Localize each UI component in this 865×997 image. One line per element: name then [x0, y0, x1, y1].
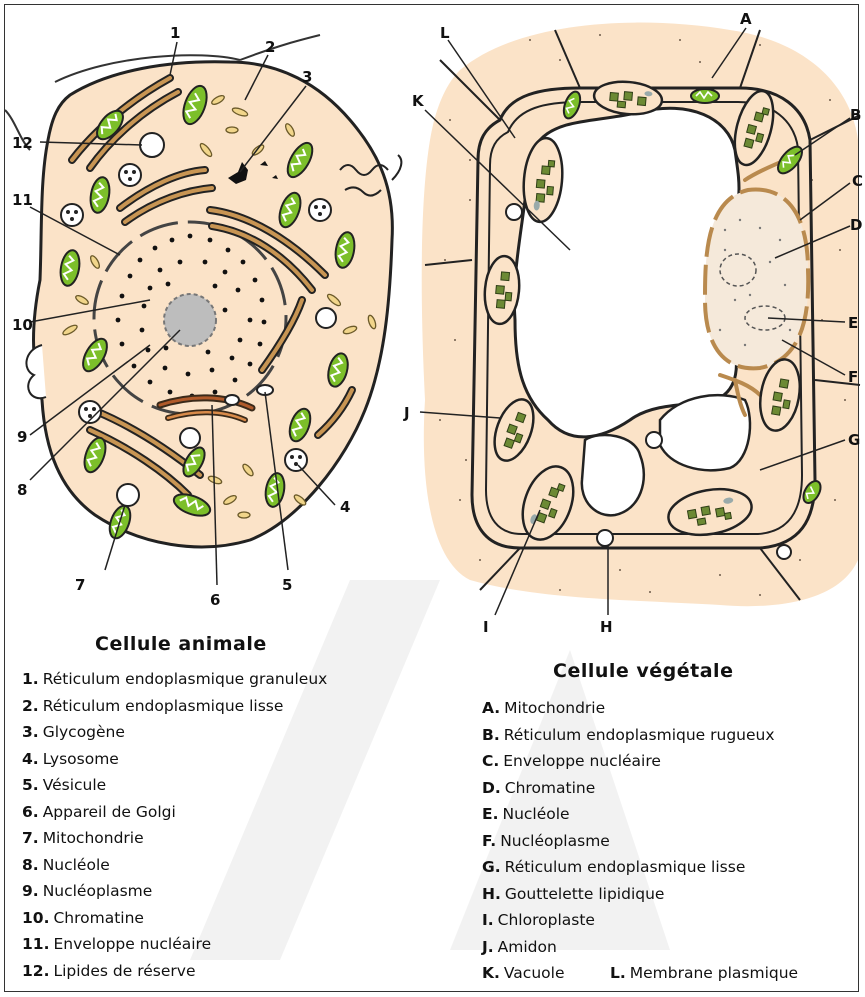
legend-item: E.Nucléole	[482, 801, 775, 828]
legend-item: 5.Vésicule	[22, 772, 327, 799]
legend-item: 2.Réticulum endoplasmique lisse	[22, 693, 327, 720]
legend-item: 10.Chromatine	[22, 905, 327, 932]
legend-item: G.Réticulum endoplasmique lisse	[482, 854, 775, 881]
label-6: 6	[210, 591, 220, 609]
label-L: L	[440, 24, 450, 42]
legend-item: I.Chloroplaste	[482, 907, 775, 934]
legend-item: 1.Réticulum endoplasmique granuleux	[22, 666, 327, 693]
legend-item: 3.Glycogène	[22, 719, 327, 746]
label-G: G	[848, 431, 860, 449]
label-K: K	[412, 92, 425, 110]
label-12: 12	[12, 134, 33, 152]
legend-item: 11.Enveloppe nucléaire	[22, 931, 327, 958]
label-10: 10	[12, 316, 33, 334]
label-A: A	[740, 10, 752, 28]
label-H: H	[600, 618, 613, 636]
legend-item: 8.Nucléole	[22, 852, 327, 879]
label-4: 4	[340, 498, 350, 516]
label-7: 7	[75, 576, 85, 594]
legend-item: H.Gouttelette lipidique	[482, 881, 775, 908]
plant-legend: A.Mitochondrie B.Réticulum endoplasmique…	[482, 695, 775, 987]
legend-item: 6.Appareil de Golgi	[22, 799, 327, 826]
legend-item: 7.Mitochondrie	[22, 825, 327, 852]
legend-item: C.Enveloppe nucléaire	[482, 748, 775, 775]
label-3: 3	[302, 68, 312, 86]
label-I: I	[483, 618, 489, 636]
label-B: B	[850, 106, 861, 124]
label-1: 1	[170, 24, 180, 42]
label-2: 2	[265, 38, 275, 56]
legend-item: L.Membrane plasmique	[610, 960, 798, 987]
label-9: 9	[17, 428, 27, 446]
label-11: 11	[12, 191, 33, 209]
legend-item: B.Réticulum endoplasmique rugueux	[482, 722, 775, 749]
plant-nucleus	[705, 190, 808, 369]
plant-cell: A B C D E F G H I J K L	[403, 10, 863, 636]
legend-item: 12.Lipides de réserve	[22, 958, 327, 985]
label-F: F	[848, 368, 858, 386]
legend-item: 4.Lysosome	[22, 746, 327, 773]
label-J: J	[403, 404, 410, 422]
animal-legend: 1.Réticulum endoplasmique granuleux 2.Ré…	[22, 666, 327, 984]
plant-cell-title: Cellule végétale	[553, 660, 733, 682]
legend-item: A.Mitochondrie	[482, 695, 775, 722]
legend-item: D.Chromatine	[482, 775, 775, 802]
label-E: E	[848, 314, 858, 332]
legend-item: 9.Nucléoplasme	[22, 878, 327, 905]
legend-item: F.Nucléoplasme	[482, 828, 775, 855]
label-D: D	[850, 216, 862, 234]
label-5: 5	[282, 576, 292, 594]
legend-item: J.Amidon	[482, 934, 775, 961]
animal-cell-title: Cellule animale	[95, 633, 267, 655]
label-8: 8	[17, 481, 27, 499]
animal-cell: 1 2 3 4 5 6 7 8 9 10 11 12	[5, 24, 401, 609]
label-C: C	[852, 172, 863, 190]
plant-legend-extra: L.Membrane plasmique	[610, 960, 798, 987]
